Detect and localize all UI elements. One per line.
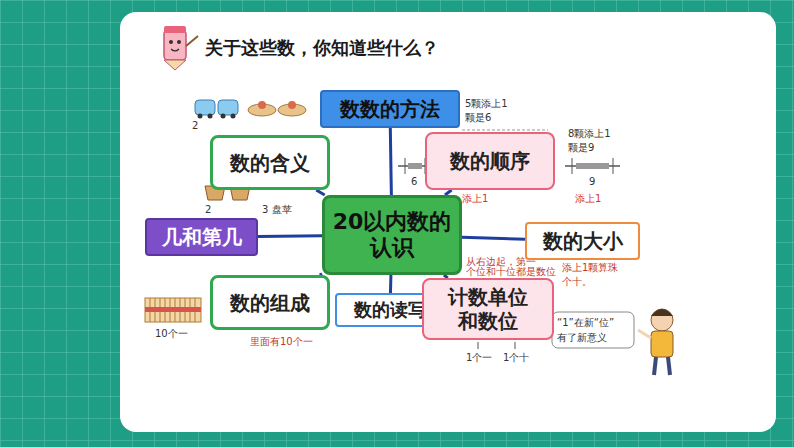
- bus-picture: [195, 100, 238, 119]
- connector-line: [390, 128, 391, 195]
- note-text: 有了新意义: [557, 332, 607, 343]
- node-text: 几和第几: [162, 225, 242, 249]
- note-text: “1”在新“位”: [557, 317, 614, 328]
- note-text: 颗是6: [465, 112, 491, 123]
- teacher-figure: [552, 309, 673, 375]
- topic-box: 几和第几: [145, 218, 258, 256]
- node-text: 数的读写: [354, 299, 426, 321]
- node-text: 数的组成: [230, 291, 310, 315]
- node-text: 数数的方法: [340, 97, 440, 121]
- topic-box: 数的含义: [210, 135, 330, 190]
- note-text: 添上1颗算珠: [562, 262, 618, 273]
- note-text: 里面有10个一: [250, 336, 313, 347]
- note-text: 8颗添上1: [568, 128, 611, 139]
- unit-leader-lines: [478, 342, 515, 349]
- note-text: 10个一: [155, 328, 188, 339]
- note-text: 2: [192, 120, 198, 131]
- center-box: 20以内数的认识: [322, 195, 462, 275]
- note-text: 从右边起，第一: [466, 256, 536, 267]
- topic-box: 数的顺序: [425, 132, 555, 190]
- note-text: 个十。: [562, 276, 592, 287]
- topic-box: 数的大小: [525, 222, 640, 260]
- connector-line: [389, 275, 392, 293]
- note-text: 2: [205, 204, 211, 215]
- note-text: 1个一: [466, 352, 492, 363]
- note-text: 9: [589, 176, 595, 187]
- note-text: 5颗添上1: [465, 98, 508, 109]
- note-text: 添上1: [575, 193, 601, 204]
- node-text: 数的含义: [230, 151, 310, 175]
- note-text: 1个十: [503, 352, 529, 363]
- method-box: 数数的方法: [320, 90, 460, 128]
- connector-line: [316, 190, 324, 195]
- note-text: 颗是9: [568, 142, 594, 153]
- note-text: 6: [411, 176, 417, 187]
- topic-box: 数的组成: [210, 275, 330, 330]
- white-panel: [120, 12, 776, 432]
- node-text: 计数单位和数位: [445, 285, 531, 333]
- stick-bundle: [145, 298, 201, 322]
- note-text: 个位和十位都是数位: [466, 266, 556, 277]
- plate-picture: [248, 101, 306, 116]
- note-text: 添上1: [462, 193, 488, 204]
- connector-line: [258, 234, 322, 238]
- note-text: 3 盘苹: [262, 204, 292, 215]
- slide-title: 关于这些数，你知道些什么？: [205, 36, 439, 60]
- node-text: 20以内数的认识: [330, 209, 454, 262]
- node-text: 数的大小: [543, 229, 623, 253]
- node-text: 数的顺序: [450, 149, 530, 173]
- connector-line: [462, 237, 525, 239]
- topic-box: 计数单位和数位: [422, 278, 554, 340]
- pencil-mascot: [164, 26, 198, 70]
